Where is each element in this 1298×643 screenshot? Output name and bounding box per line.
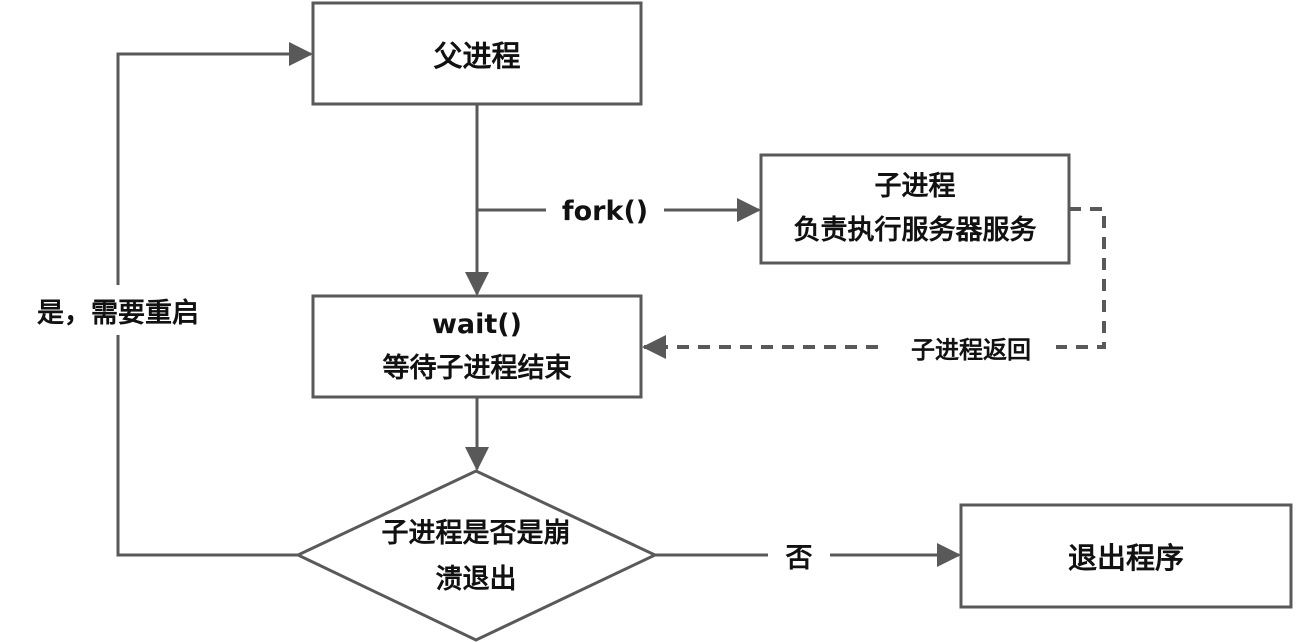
crash-decision-line2: 溃退出 xyxy=(435,564,517,595)
edge-child-return xyxy=(642,207,1106,359)
fork-edge-label: fork() xyxy=(546,190,664,232)
restart-edge-label: 是，需要重启 xyxy=(15,285,221,335)
child-process-label: 子进程 负责执行服务器服务 xyxy=(761,155,1069,263)
exit-program-label: 退出程序 xyxy=(961,505,1291,607)
parent-process-text: 父进程 xyxy=(433,38,521,73)
parent-process-label: 父进程 xyxy=(313,3,641,104)
crash-decision-label: 子进程是否是崩 溃退出 xyxy=(356,508,596,606)
wait-call-text: wait() xyxy=(431,308,522,340)
crash-decision-line1: 子进程是否是崩 xyxy=(381,518,571,549)
exit-program-box xyxy=(959,503,1293,609)
wait-desc-text: 等待子进程结束 xyxy=(382,352,572,384)
child-process-box xyxy=(759,153,1071,265)
child-return-edge-label: 子进程返回 xyxy=(886,327,1056,367)
wait-box xyxy=(311,294,643,399)
no-edge-label: 否 xyxy=(768,533,830,577)
child-process-title: 子进程 xyxy=(874,171,956,202)
parent-process-box xyxy=(311,1,643,106)
wait-box-label: wait() 等待子进程结束 xyxy=(313,296,641,397)
crash-decision-diamond xyxy=(294,469,659,642)
child-process-desc: 负责执行服务器服务 xyxy=(793,215,1037,246)
exit-program-text: 退出程序 xyxy=(1067,541,1184,575)
